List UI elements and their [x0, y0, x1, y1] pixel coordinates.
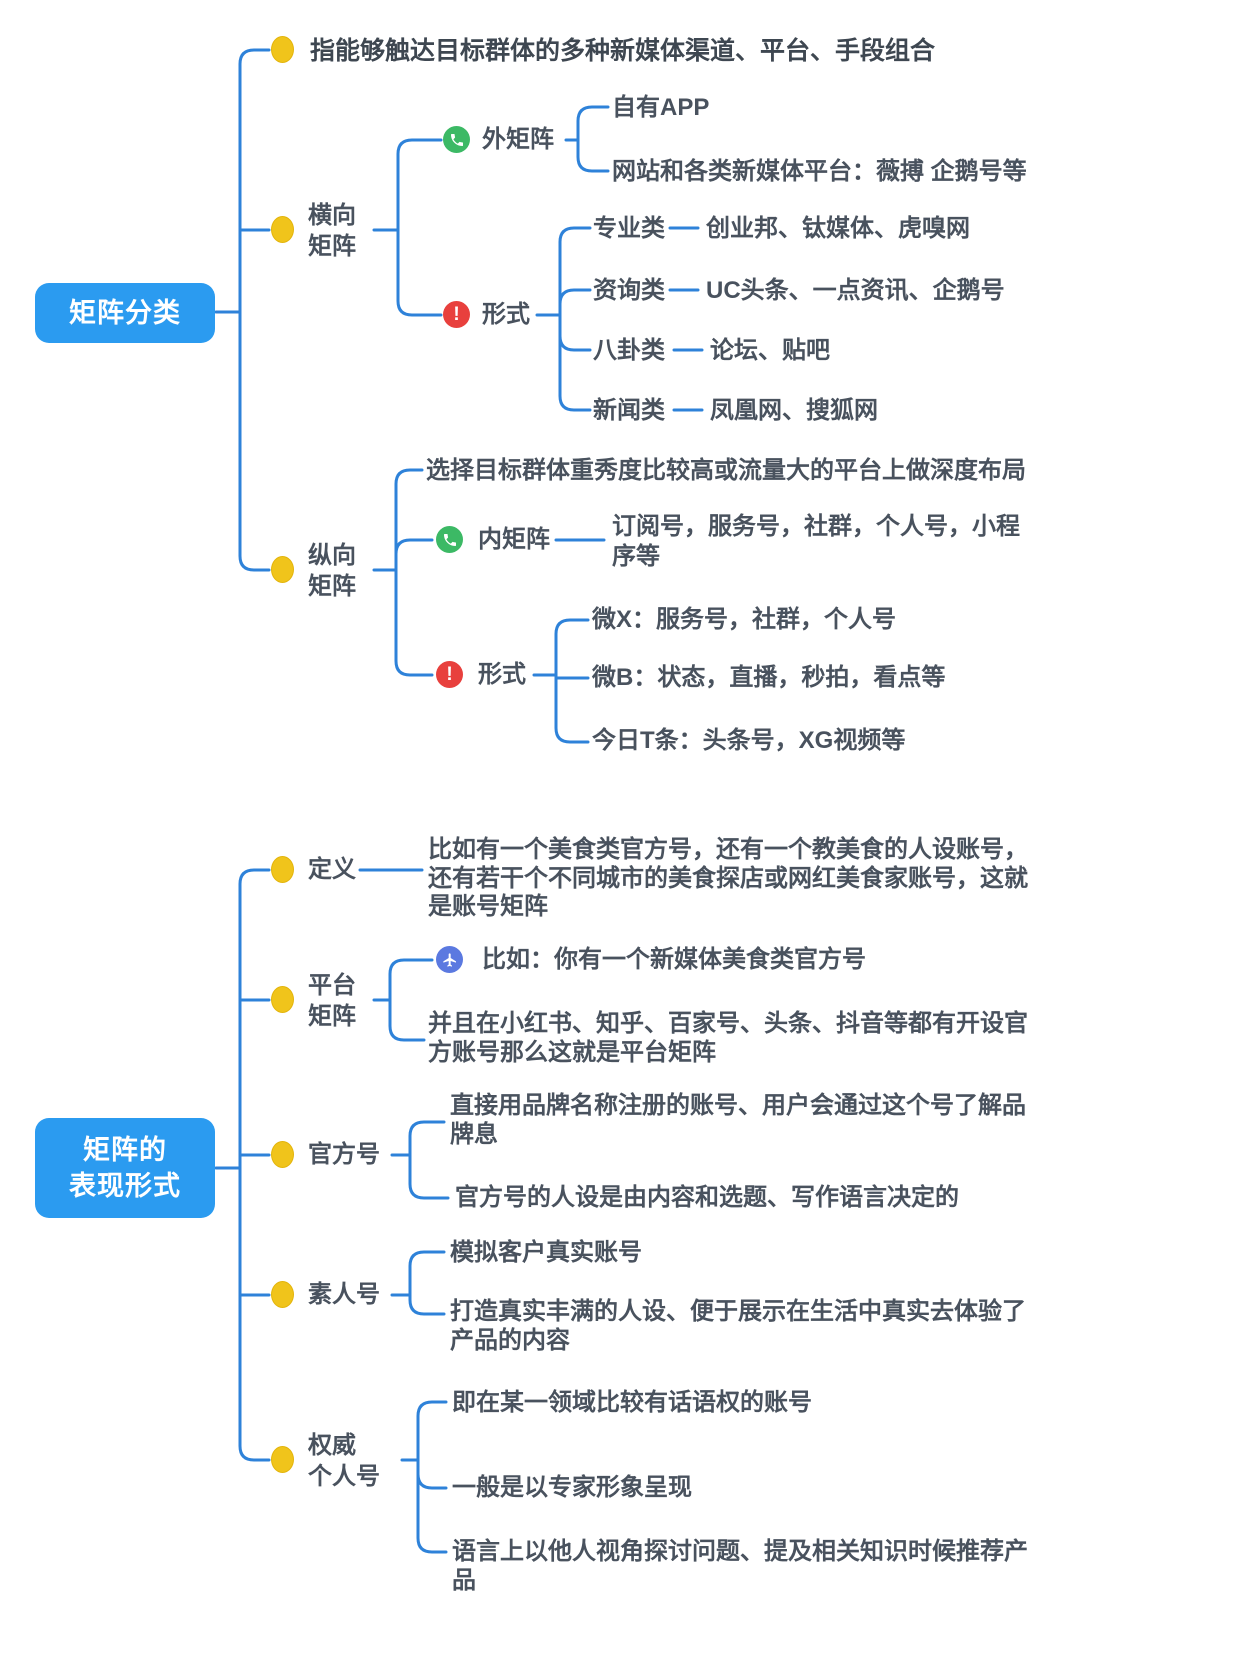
node-inner-matrix[interactable]: 内矩阵	[478, 526, 550, 553]
node-form-horizontal[interactable]: 形式	[482, 301, 530, 328]
node-weibo-forms[interactable]: 微B：状态，直播，秒拍，看点等	[592, 664, 946, 691]
root-node-matrix-classification[interactable]: 矩阵分类	[35, 283, 215, 343]
node-authority-item-2[interactable]: 一般是以专家形象呈现	[452, 1474, 692, 1501]
node-gossip-sites[interactable]: 论坛、贴吧	[710, 337, 830, 364]
node-amateur-account[interactable]: 素人号	[308, 1281, 380, 1308]
node-official-item-2[interactable]: 官方号的人设是由内容和选题、写作语言决定的	[455, 1184, 959, 1211]
node-form-vertical[interactable]: 形式	[478, 661, 526, 688]
node-platform-example[interactable]: 比如：你有一个新媒体美食类官方号	[482, 946, 866, 973]
node-category-professional[interactable]: 专业类	[593, 215, 665, 242]
node-weixin-forms[interactable]: 微X：服务号，社群，个人号	[592, 606, 897, 633]
node-outer-matrix[interactable]: 外矩阵	[482, 126, 554, 153]
phone-call-icon	[436, 526, 463, 553]
yellow-dot-icon	[271, 216, 294, 243]
exclamation-icon: !	[436, 661, 463, 688]
node-official-account[interactable]: 官方号	[308, 1141, 380, 1168]
exclamation-icon: !	[443, 301, 470, 328]
root-node-matrix-presentation[interactable]: 矩阵的 表现形式	[35, 1118, 215, 1218]
yellow-dot-icon	[271, 1141, 294, 1168]
node-news-sites[interactable]: 凤凰网、搜狐网	[710, 397, 878, 424]
node-own-app[interactable]: 自有APP	[612, 94, 710, 121]
node-platform-text[interactable]: 并且在小红书、知乎、百家号、头条、抖音等都有开设官方账号那么这就是平台矩阵	[428, 1010, 1028, 1066]
node-authority-item-3[interactable]: 语言上以他人视角探讨问题、提及相关知识时候推荐产品	[452, 1538, 1028, 1594]
node-category-gossip[interactable]: 八卦类	[593, 337, 665, 364]
node-vertical-note[interactable]: 选择目标群体重秀度比较高或流量大的平台上做深度布局	[426, 457, 1026, 484]
node-professional-sites[interactable]: 创业邦、钛媒体、虎嗅网	[706, 215, 970, 242]
node-toutiao-forms[interactable]: 今日T条：头条号，XG视频等	[592, 727, 906, 754]
node-definition-label[interactable]: 定义	[308, 856, 356, 883]
node-information-sites[interactable]: UC头条、一点资讯、企鹅号	[706, 277, 1005, 304]
yellow-dot-icon	[271, 986, 294, 1013]
yellow-dot-icon	[271, 856, 294, 883]
yellow-dot-icon	[271, 1446, 294, 1473]
node-amateur-item-1[interactable]: 模拟客户真实账号	[450, 1239, 642, 1266]
node-amateur-item-2[interactable]: 打造真实丰满的人设、便于展示在生活中真实去体验了产品的内容	[450, 1298, 1026, 1354]
node-inner-matrix-items[interactable]: 订阅号，服务号，社群，个人号，小程序等	[612, 513, 1020, 570]
node-category-news[interactable]: 新闻类	[593, 397, 665, 424]
node-horizontal-matrix[interactable]: 横向 矩阵	[308, 202, 356, 260]
phone-call-icon	[443, 126, 470, 153]
node-matrix-definition[interactable]: 指能够触达目标群体的多种新媒体渠道、平台、手段组合	[310, 37, 936, 65]
yellow-dot-icon	[271, 1281, 294, 1308]
node-authority-account[interactable]: 权威 个人号	[308, 1432, 380, 1490]
airplane-icon	[436, 946, 463, 973]
node-category-information[interactable]: 资询类	[593, 277, 665, 304]
node-websites-platforms[interactable]: 网站和各类新媒体平台：薇搏 企鹅号等	[612, 158, 1027, 185]
node-authority-item-1[interactable]: 即在某一领域比较有话语权的账号	[452, 1389, 812, 1416]
node-vertical-matrix[interactable]: 纵向 矩阵	[308, 542, 356, 600]
node-definition-text[interactable]: 比如有一个美食类官方号，还有一个教美食的人设账号，还有若干个不同城市的美食探店或…	[428, 836, 1028, 920]
yellow-dot-icon	[271, 36, 294, 63]
yellow-dot-icon	[271, 556, 294, 583]
node-platform-matrix[interactable]: 平台 矩阵	[308, 972, 356, 1030]
node-official-item-1[interactable]: 直接用品牌名称注册的账号、用户会通过这个号了解品牌息	[450, 1092, 1026, 1148]
